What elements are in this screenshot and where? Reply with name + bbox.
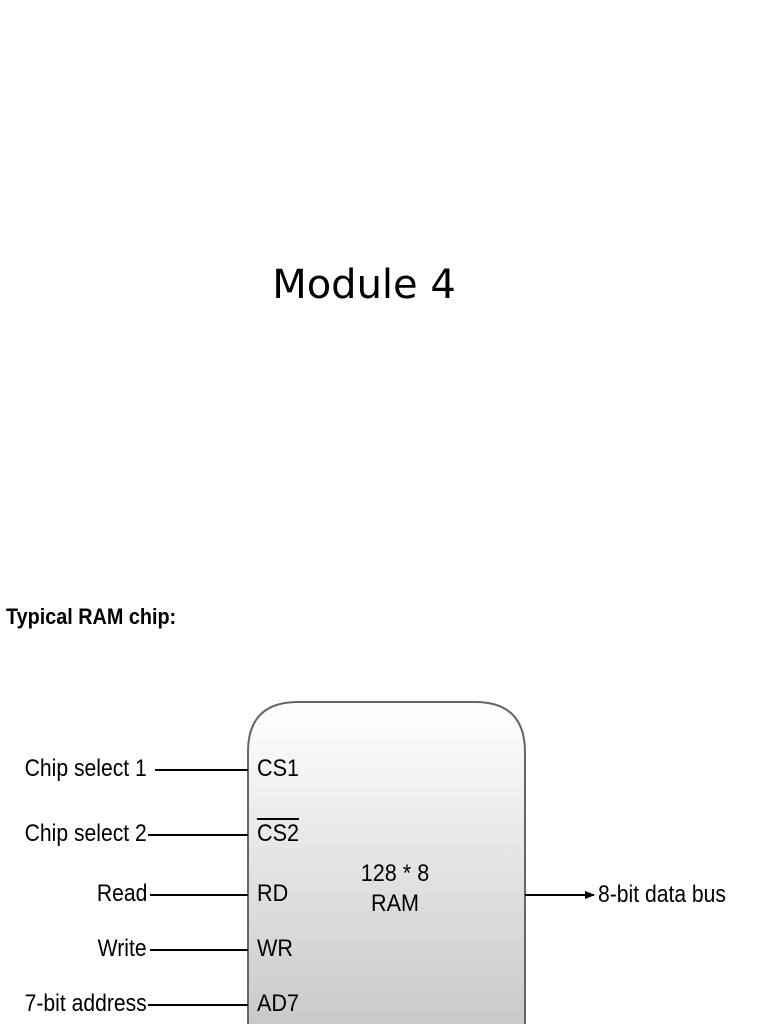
output-label-data-bus: 8-bit data bus [598, 881, 726, 908]
pin-ad7: AD7 [257, 990, 300, 1017]
ram-chip-body [247, 701, 526, 1024]
input-label-read: Read [96, 880, 147, 907]
section-heading: Typical RAM chip: [6, 604, 177, 629]
pin-cs1: CS1 [257, 755, 300, 782]
pin-rd: RD [257, 880, 289, 907]
input-label-chip-select-1: Chip select 1 [24, 755, 147, 782]
input-label-7-bit-address: 7-bit address [24, 990, 147, 1017]
module-title: Module 4 [272, 262, 456, 308]
pin-wr: WR [257, 935, 293, 962]
pin-cs2-inverted: CS2 [257, 820, 300, 847]
chip-type-label: RAM [370, 890, 420, 917]
input-label-chip-select-2: Chip select 2 [24, 820, 147, 847]
chip-capacity-label: 128 * 8 [360, 860, 430, 887]
input-label-write: Write [98, 935, 147, 962]
